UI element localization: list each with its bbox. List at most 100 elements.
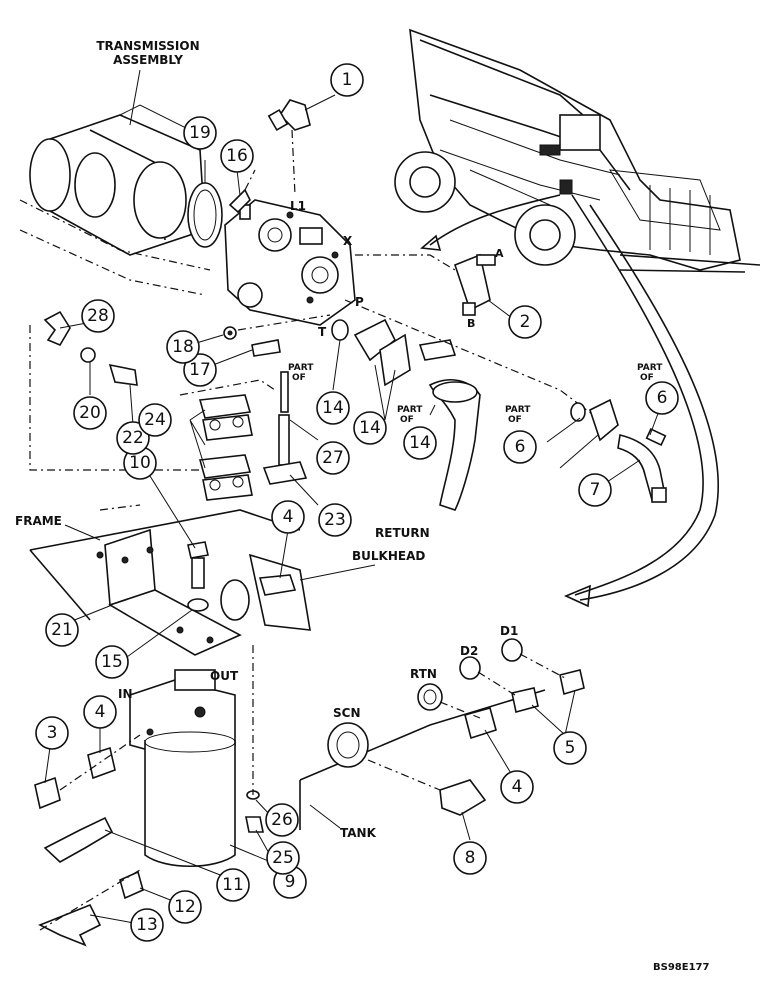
fitting-4-top	[258, 574, 297, 596]
svg-text:17: 17	[189, 360, 211, 380]
part-of-14-a-line2: OF	[292, 373, 306, 383]
callout-2: 2	[508, 305, 542, 339]
svg-text:25: 25	[272, 848, 294, 868]
o-ring-14	[331, 319, 349, 341]
callout-3: 3	[35, 716, 69, 750]
part-of-6-b-line1: PART	[637, 363, 663, 373]
svg-text:27: 27	[322, 448, 344, 468]
hydraulic-pump	[224, 199, 356, 326]
port-p-label: P	[355, 295, 364, 309]
callout-22: 22	[116, 421, 150, 455]
bolt-10	[187, 541, 209, 559]
svg-text:14: 14	[359, 418, 381, 438]
fitting-5a	[511, 687, 539, 713]
svg-text:23: 23	[324, 510, 346, 530]
flange-6	[589, 398, 619, 442]
bolt-27	[280, 371, 289, 413]
svg-text:15: 15	[101, 652, 123, 672]
tank-ports	[327, 638, 523, 768]
svg-text:18: 18	[172, 337, 194, 357]
svg-text:22: 22	[122, 428, 144, 448]
svg-text:4: 4	[283, 507, 294, 527]
callout-19: 19	[183, 116, 217, 150]
svg-text:4: 4	[95, 702, 106, 722]
bolt-22	[108, 363, 138, 386]
arrow-head-right	[563, 584, 591, 608]
svg-text:24: 24	[144, 410, 166, 430]
callout-10: 10	[123, 446, 157, 480]
callout-25: 25	[266, 841, 300, 875]
fitting-3	[34, 776, 61, 810]
callout-6-right: 6	[645, 381, 679, 415]
locator-arrow-left	[429, 194, 561, 246]
nut-25	[245, 816, 264, 833]
svg-text:21: 21	[51, 620, 73, 640]
stud-27	[278, 414, 290, 466]
callout-12: 12	[168, 890, 202, 924]
elbow-fitting-1	[267, 99, 311, 132]
arrow-head-left	[420, 234, 442, 251]
svg-text:28: 28	[87, 306, 109, 326]
frame-label: FRAME	[15, 514, 62, 528]
fitting-4-left	[87, 746, 116, 780]
svg-text:10: 10	[129, 453, 151, 473]
washer-20	[80, 347, 96, 363]
o-ring-6	[570, 402, 586, 422]
fitting-4-rtn	[464, 707, 497, 740]
callout-7: 7	[578, 473, 612, 507]
svg-text:26: 26	[271, 810, 293, 830]
svg-text:13: 13	[136, 915, 158, 935]
callout-15: 15	[95, 645, 129, 679]
capscrew-14	[418, 339, 457, 361]
callout-4-top: 4	[271, 500, 305, 534]
svg-text:19: 19	[189, 123, 211, 143]
scn-label: SCN	[333, 706, 361, 720]
svg-text:12: 12	[174, 897, 196, 917]
svg-text:14: 14	[409, 433, 431, 453]
svg-text:20: 20	[79, 403, 101, 423]
svg-text:7: 7	[590, 480, 601, 500]
svg-text:14: 14	[322, 398, 344, 418]
flange-half-14	[353, 318, 397, 362]
callout-26: 26	[265, 803, 299, 837]
in-label: IN	[118, 687, 133, 701]
callout-1: 1	[330, 63, 364, 97]
locator-arrow-right	[571, 194, 704, 596]
callout-4-rtn: 4	[500, 770, 534, 804]
svg-text:8: 8	[465, 848, 476, 868]
callout-4-left: 4	[83, 695, 117, 729]
fitting-11	[43, 816, 114, 863]
svg-text:1: 1	[342, 70, 353, 90]
callout-6-left: 6	[503, 430, 537, 464]
callout-14-c: 14	[403, 426, 437, 460]
callout-5: 5	[553, 731, 587, 765]
port-b-label: B	[467, 317, 475, 330]
washer-15	[187, 598, 209, 612]
callout-13: 13	[130, 908, 164, 942]
svg-text:6: 6	[515, 437, 526, 457]
callout-27: 27	[316, 441, 350, 475]
svg-text:11: 11	[222, 875, 244, 895]
part-of-6-a-line1: PART	[505, 405, 531, 415]
gasket-19	[187, 182, 223, 248]
port-a-label: A	[495, 247, 504, 260]
bulkhead-label: BULKHEAD	[352, 549, 425, 563]
d2-label: D2	[460, 644, 478, 658]
tank-label: TANK	[340, 826, 377, 840]
transmission-label-line1: TRANSMISSION	[96, 39, 199, 53]
rtn-label: RTN	[410, 667, 437, 681]
telehandler-illustration	[394, 28, 761, 273]
callout-24: 24	[138, 403, 172, 437]
callout-17: 17	[183, 353, 217, 387]
svg-text:6: 6	[657, 388, 668, 408]
fitting-5b	[559, 669, 585, 696]
port-t-label: T	[318, 325, 327, 339]
fitting-8	[439, 779, 487, 816]
leader-lines	[44, 160, 661, 926]
part-of-14-b-line1: PART	[397, 405, 423, 415]
callout-11: 11	[216, 868, 250, 902]
tee-fitting-2	[454, 253, 496, 316]
callout-16: 16	[220, 139, 254, 173]
flange-half-14b	[379, 333, 411, 387]
part-of-14-b-line2: OF	[400, 415, 414, 425]
